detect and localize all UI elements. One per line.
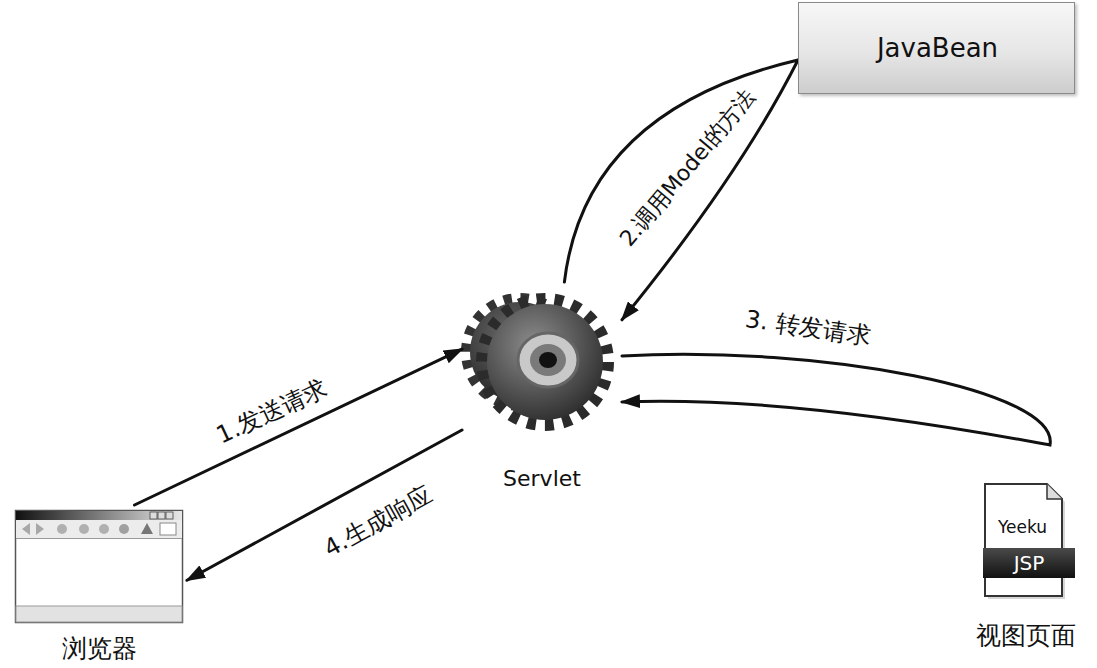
servlet-node: Servlet	[462, 282, 622, 492]
step-label: 1.发送请求	[208, 372, 335, 452]
javabean-box: JavaBean	[798, 2, 1075, 94]
node-label: 视图页面	[965, 621, 1087, 651]
node-label: 浏览器	[12, 634, 187, 664]
node-label: Servlet	[462, 466, 622, 492]
step-label: 3. 转发请求	[739, 304, 876, 351]
file-caption: Yeeku	[985, 517, 1060, 537]
jsp-view-node: YeekuJSP 视图页面	[965, 445, 1087, 660]
step-label: 4.生成响应	[316, 479, 441, 566]
flow-arrow	[187, 430, 462, 580]
file-type-tag: JSP	[983, 548, 1075, 578]
flow-arrow	[135, 349, 463, 505]
box-label: JavaBean	[799, 33, 1076, 64]
flow-arrow	[564, 60, 798, 320]
jsp-file-icon	[983, 484, 1075, 599]
flow-arrow	[622, 354, 1050, 445]
browser-icon	[16, 511, 183, 623]
servlet-gear	[468, 300, 605, 422]
browser-node: 浏览器	[12, 505, 187, 665]
step-label: 2.调用Model的方法	[612, 81, 764, 255]
